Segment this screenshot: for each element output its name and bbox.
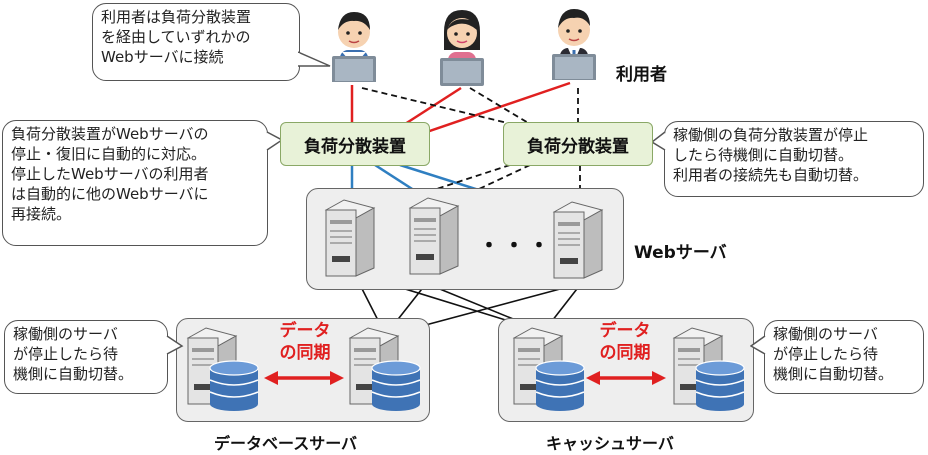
cache-primary-server-icon — [512, 327, 585, 411]
cache-sync-label: データ の同期 — [599, 321, 651, 363]
user-woman-icon — [440, 10, 484, 86]
cache-servers-label: キャッシュサーバ — [546, 434, 674, 453]
users-callout: 利用者は負荷分散装置 を経由していずれかの Webサーバに接続 — [92, 3, 300, 81]
standby-lb-to-web2 — [444, 164, 531, 206]
user-man-icon — [332, 12, 376, 82]
web-server-1-icon — [324, 199, 376, 277]
db-failover-callout: 稼働側のサーバ が停止したら待 機側に自動切替。 — [4, 320, 168, 394]
database-cylinder-icon — [535, 360, 585, 411]
primary-load-balancer: 負荷分散装置 — [280, 122, 430, 166]
database-cylinder-icon — [695, 360, 745, 411]
web-servers-label: Webサーバ — [634, 243, 727, 263]
standby-load-balancer: 負荷分散装置 — [503, 122, 653, 166]
db-sync-label: データ の同期 — [279, 321, 331, 363]
db-primary-server-icon — [186, 327, 259, 411]
user-suit-icon — [552, 9, 596, 80]
db-standby-server-icon — [348, 327, 421, 411]
database-cylinder-icon — [371, 360, 421, 411]
db-sync-arrow — [264, 371, 344, 385]
db-failover-callout-tail — [166, 335, 184, 355]
cache-sync-arrow — [586, 371, 666, 385]
database-servers-label: データベースサーバ — [214, 434, 358, 453]
cache-failover-callout-tail — [750, 335, 767, 355]
more-web-servers-ellipsis: ・・・ — [478, 234, 554, 259]
cache-failover-callout: 稼働側のサーバ が停止したら待 機側に自動切替。 — [764, 320, 924, 394]
cache-standby-server-icon — [672, 327, 745, 411]
user3-to-primary-lb — [414, 81, 571, 138]
user1-to-standby-lb — [361, 87, 521, 127]
users-callout-tail — [298, 51, 331, 67]
web-server-2-icon — [408, 197, 460, 275]
lb-failover-callout-tail — [650, 131, 667, 151]
lb-behavior-callout: 負荷分散装置がWebサーバの 停止・復旧に自動的に対応。 停止したWebサーバの… — [2, 120, 268, 246]
user2-to-standby-lb — [469, 87, 531, 125]
users-label: 利用者 — [616, 65, 667, 85]
web-server-3-icon — [552, 201, 604, 279]
lb-failover-callout: 稼働側の負荷分散装置が停止 したら待機側に自動切替。 利用者の接続先も自動切替。 — [664, 121, 924, 197]
database-cylinder-icon — [209, 360, 259, 411]
